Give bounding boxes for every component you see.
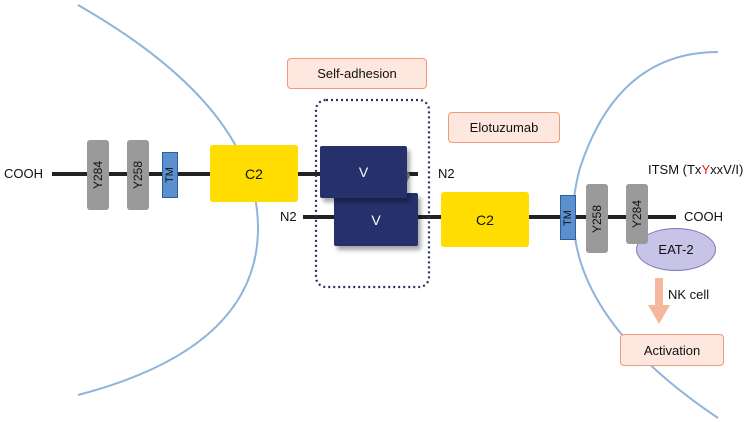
itsm-label: ITSM (TxYxxV/I) <box>648 162 743 178</box>
left-c2-label: C2 <box>245 165 263 182</box>
left-cell-membrane <box>77 4 260 396</box>
left-tm-domain: TM <box>162 152 178 198</box>
elotuzumab-label-box: Elotuzumab <box>448 112 560 143</box>
right-c2-domain: C2 <box>441 192 529 247</box>
right-v-domain: V <box>334 193 418 246</box>
right-c2-label: C2 <box>476 211 494 228</box>
right-tm-domain: TM <box>560 195 576 240</box>
elotuzumab-label: Elotuzumab <box>469 120 539 135</box>
right-y284-domain: Y284 <box>626 184 648 244</box>
right-cooh-label: COOH <box>684 209 723 224</box>
right-tm-label: TM <box>562 209 575 226</box>
left-n2-label: N2 <box>438 166 455 181</box>
self-adhesion-region <box>314 98 431 289</box>
nk-cell-label: NK cell <box>668 287 710 302</box>
self-adhesion-label: Self-adhesion <box>317 66 397 81</box>
left-cooh-label: COOH <box>4 166 43 181</box>
eat2-adaptor: EAT-2 <box>636 228 716 271</box>
left-y284-label: Y284 <box>91 160 105 190</box>
left-tm-label: TM <box>164 167 177 183</box>
itsm-prefix: ITSM (Tx <box>648 162 702 177</box>
left-y258-domain: Y258 <box>127 140 149 210</box>
left-y284-domain: Y284 <box>87 140 109 210</box>
itsm-tyrosine: Y <box>701 162 711 177</box>
itsm-suffix: xxV/I) <box>710 162 744 177</box>
right-n2-label: N2 <box>280 209 297 224</box>
right-v-label: V <box>371 211 381 228</box>
right-y284-label: Y284 <box>630 199 644 229</box>
left-v-label: V <box>358 164 369 180</box>
self-adhesion-label-box: Self-adhesion <box>287 58 427 89</box>
activation-label-box: Activation <box>620 334 724 366</box>
activation-label: Activation <box>643 342 701 358</box>
right-y258-domain: Y258 <box>586 184 608 253</box>
left-y258-label: Y258 <box>131 160 145 190</box>
left-v-domain: V <box>320 146 407 198</box>
right-y258-label: Y258 <box>590 204 604 233</box>
left-c2-domain: C2 <box>210 145 298 202</box>
eat2-label: EAT-2 <box>658 242 694 257</box>
nk-cell-arrow <box>648 278 670 324</box>
